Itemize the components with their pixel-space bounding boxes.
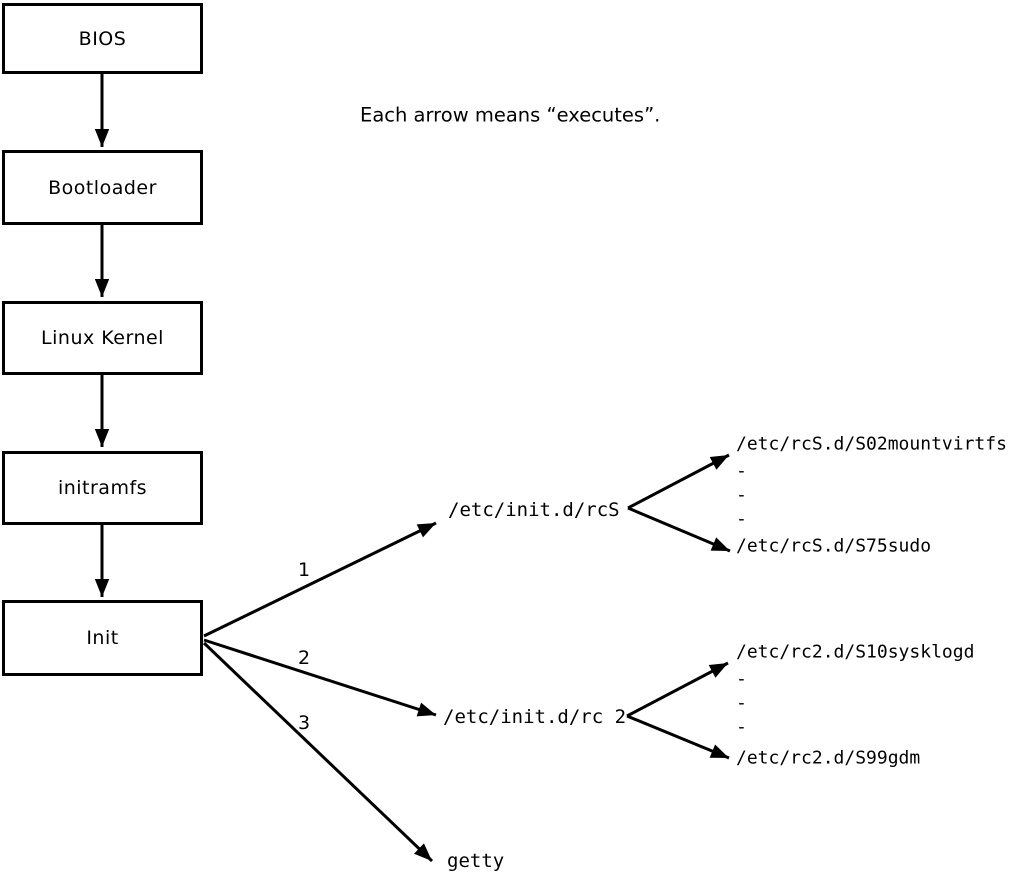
rcs-child-ellipsis-1: - bbox=[736, 460, 747, 482]
rc2-child-ellipsis-1: - bbox=[736, 668, 747, 690]
arrow-rcs-to-s02mountvirtfs bbox=[627, 453, 730, 510]
node-bootloader-label: Bootloader bbox=[48, 176, 157, 199]
node-init-label: Init bbox=[86, 627, 119, 649]
node-initramfs: initramfs bbox=[2, 451, 203, 525]
rc2-child-ellipsis-2: - bbox=[736, 692, 747, 714]
node-linux-kernel: Linux Kernel bbox=[2, 301, 203, 375]
arrow-rcs-to-s75sudo bbox=[627, 506, 731, 553]
node-init: Init bbox=[2, 600, 203, 676]
edge-label-2: 2 bbox=[297, 647, 311, 669]
rcs-child-s75sudo: /etc/rcS.d/S75sudo bbox=[736, 535, 932, 557]
arrow-init-to-rcs bbox=[203, 521, 437, 638]
node-initramfs-label: initramfs bbox=[57, 477, 148, 499]
node-getty: getty bbox=[447, 850, 505, 872]
node-bios: BIOS bbox=[2, 3, 203, 74]
rcs-child-ellipsis-3: - bbox=[736, 508, 747, 530]
arrow-rc2-to-s10sysklogd bbox=[626, 661, 729, 718]
node-etc-init-d-rc2: /etc/init.d/rc 2 bbox=[443, 706, 627, 728]
rcs-child-ellipsis-2: - bbox=[736, 484, 747, 506]
rc2-child-ellipsis-3: - bbox=[736, 716, 747, 738]
arrow-init-to-rc2 bbox=[203, 638, 437, 717]
edge-label-3: 3 bbox=[297, 712, 311, 734]
rc2-child-s10sysklogd: /etc/rc2.d/S10sysklogd bbox=[736, 641, 975, 663]
note-text: Each arrow means “executes”. bbox=[360, 103, 661, 127]
rc2-child-s99gdm: /etc/rc2.d/S99gdm bbox=[736, 747, 921, 769]
node-bios-label: BIOS bbox=[78, 27, 127, 50]
node-linux-kernel-label: Linux Kernel bbox=[41, 327, 164, 349]
arrow-init-to-getty bbox=[202, 641, 434, 863]
arrow-rc2-to-s99gdm bbox=[626, 714, 730, 760]
rcs-child-s02mountvirtfs: /etc/rcS.d/S02mountvirtfs bbox=[736, 433, 1007, 455]
node-bootloader: Bootloader bbox=[2, 150, 203, 225]
node-etc-init-d-rcs: /etc/init.d/rcS bbox=[448, 499, 620, 521]
edge-label-1: 1 bbox=[297, 559, 311, 581]
